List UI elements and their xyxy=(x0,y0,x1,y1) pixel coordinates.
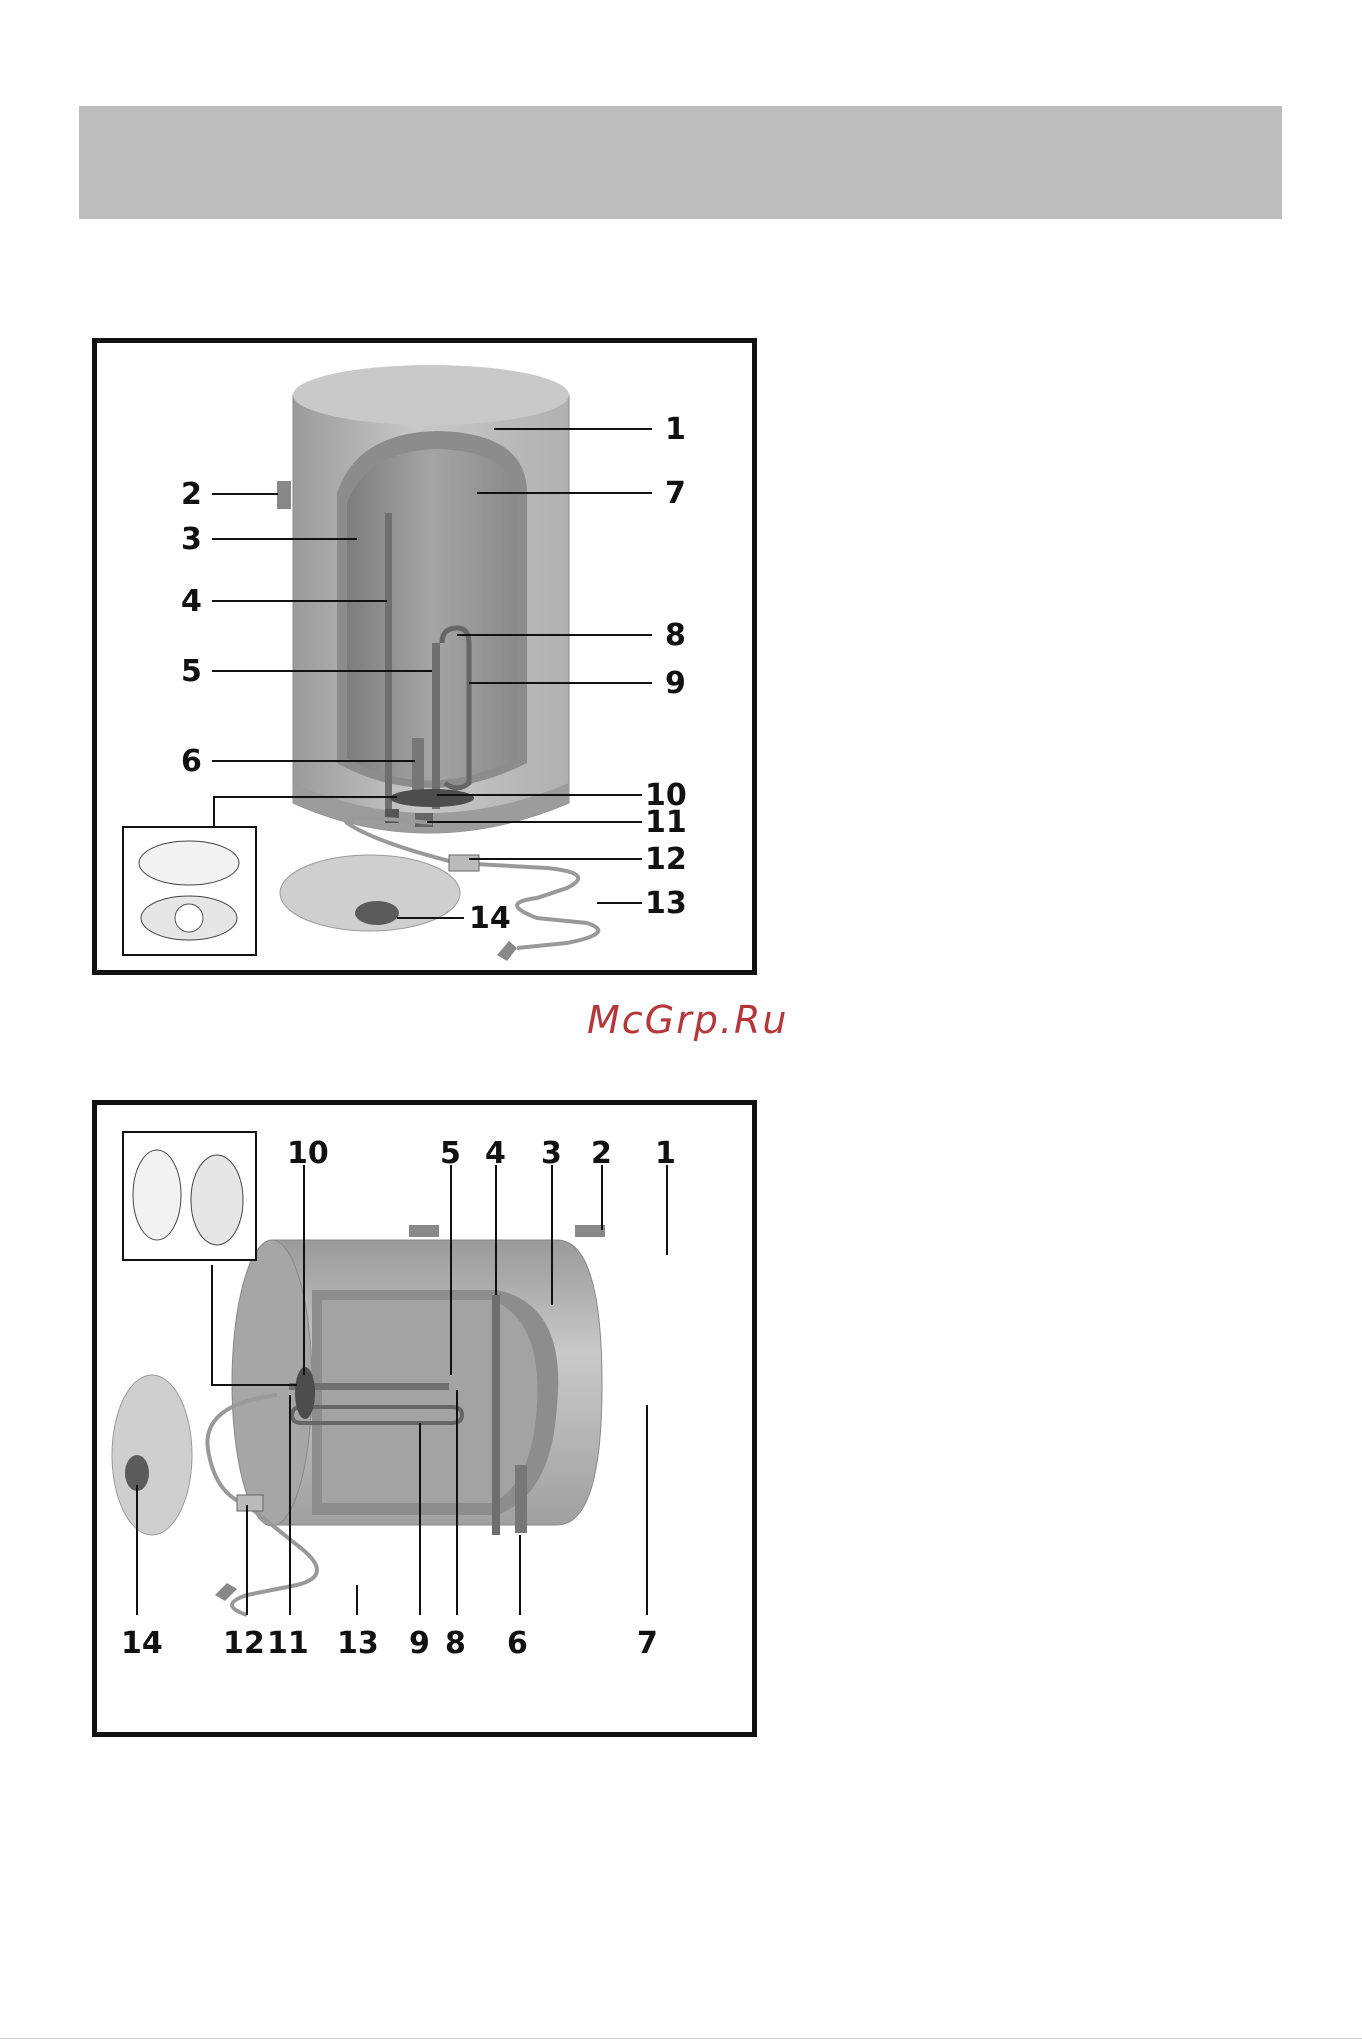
callout-8: 8 xyxy=(445,1626,466,1661)
callout-8: 8 xyxy=(665,618,686,653)
callout-1: 1 xyxy=(665,412,686,447)
callout-13: 13 xyxy=(337,1626,379,1661)
figure-vertical-heater: 1 2 3 4 5 6 7 8 9 10 11 12 13 14 xyxy=(92,338,757,975)
page-bottom-rule xyxy=(0,2038,1362,2039)
protective-cover xyxy=(280,855,460,931)
protective-cover xyxy=(112,1375,192,1535)
plug xyxy=(497,941,517,961)
callout-6: 6 xyxy=(507,1626,528,1661)
cold-water-pipe xyxy=(385,513,392,809)
callout-5: 5 xyxy=(440,1136,461,1171)
callout-3: 3 xyxy=(541,1136,562,1171)
figure-horizontal-heater: 10 5 4 3 2 1 14 12 11 13 9 8 6 7 xyxy=(92,1100,757,1737)
callout-14: 14 xyxy=(469,901,511,936)
flange xyxy=(390,789,474,807)
callout-13: 13 xyxy=(645,886,687,921)
mounting-bracket xyxy=(277,481,291,509)
callout-4: 4 xyxy=(181,584,202,619)
vertical-heater-drawing: 1 2 3 4 5 6 7 8 9 10 11 12 13 14 xyxy=(97,343,752,970)
rcd-device xyxy=(237,1495,263,1511)
callout-12: 12 xyxy=(223,1626,265,1661)
watermark: McGrp.Ru xyxy=(587,998,788,1042)
callout-1: 1 xyxy=(655,1136,676,1171)
callout-11: 11 xyxy=(645,805,687,840)
callout-3: 3 xyxy=(181,522,202,557)
callout-10: 10 xyxy=(287,1136,329,1171)
callout-9: 9 xyxy=(409,1626,430,1661)
thermostat-tube xyxy=(432,643,440,809)
callout-5: 5 xyxy=(181,654,202,689)
inset-detail xyxy=(123,827,256,955)
callout-4: 4 xyxy=(485,1136,506,1171)
callout-6: 6 xyxy=(181,744,202,779)
inset-detail xyxy=(123,1132,256,1260)
callout-7: 7 xyxy=(637,1626,658,1661)
cold-water-pipe xyxy=(492,1295,500,1535)
callout-12: 12 xyxy=(645,842,687,877)
mounting-bracket xyxy=(409,1225,439,1237)
callout-2: 2 xyxy=(181,477,202,512)
callout-9: 9 xyxy=(665,666,686,701)
callout-14: 14 xyxy=(121,1626,163,1661)
plug xyxy=(215,1583,237,1601)
rcd-device xyxy=(449,855,479,871)
callout-11: 11 xyxy=(267,1626,309,1661)
callout-7: 7 xyxy=(665,476,686,511)
mounting-bracket xyxy=(575,1225,605,1237)
header-band xyxy=(79,106,1282,219)
horizontal-heater-drawing: 10 5 4 3 2 1 14 12 11 13 9 8 6 7 xyxy=(97,1105,752,1732)
magnesium-anode xyxy=(515,1465,527,1533)
callout-2: 2 xyxy=(591,1136,612,1171)
